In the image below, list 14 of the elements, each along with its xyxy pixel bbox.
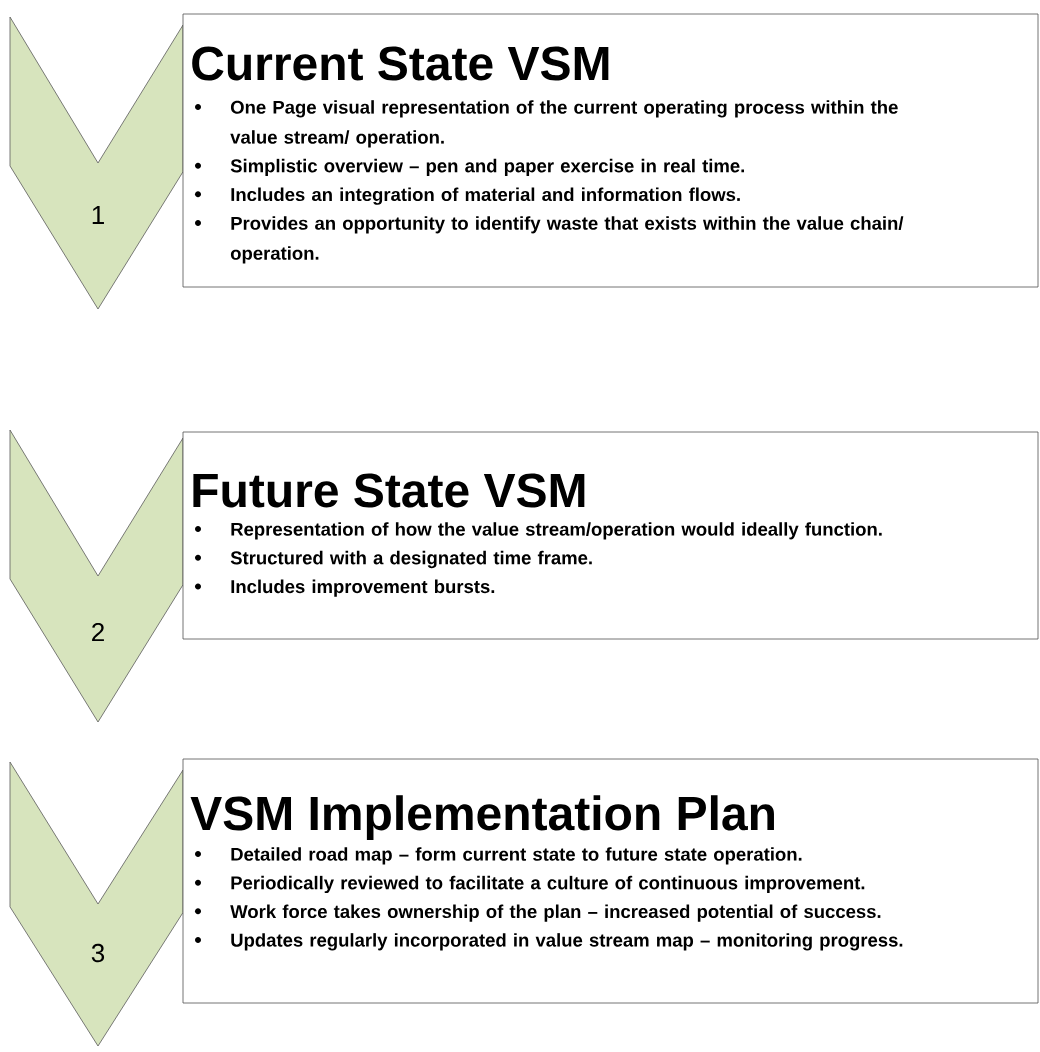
heading: Current State VSM xyxy=(192,46,609,81)
bullet-text: Detailed road map – form current state to future state operation. xyxy=(231,847,802,865)
bullet-text: One Page visual representation of the current operating process within the value stream/ operation. xyxy=(230,100,898,148)
bullet-text: Provides an opportunity to identify waste that exists within the value chain/ operation. xyxy=(230,216,904,264)
bullet-text: Periodically reviewed to facilitate a culture of continuous improvement. xyxy=(231,875,865,894)
bullet-text: Simplistic overview – pen and paper exercise in real time. xyxy=(230,158,744,177)
heading: Future State VSM xyxy=(193,473,585,508)
bullet-text: Updates regularly incorporated in value stream map – monitoring progress. xyxy=(231,933,903,951)
bullet-text: Includes an integration of material and information flows. xyxy=(231,187,740,205)
bullet-text: Includes improvement bursts. xyxy=(231,579,495,597)
bullet-text: Work force takes ownership of the plan – increased potential of success. xyxy=(230,904,881,922)
heading: VSM Implementation Plan xyxy=(190,795,774,840)
bullet-text: Representation of how the value stream/operation would ideally function. xyxy=(231,522,882,540)
bullet-text: Structured with a designated time frame. xyxy=(230,550,592,569)
